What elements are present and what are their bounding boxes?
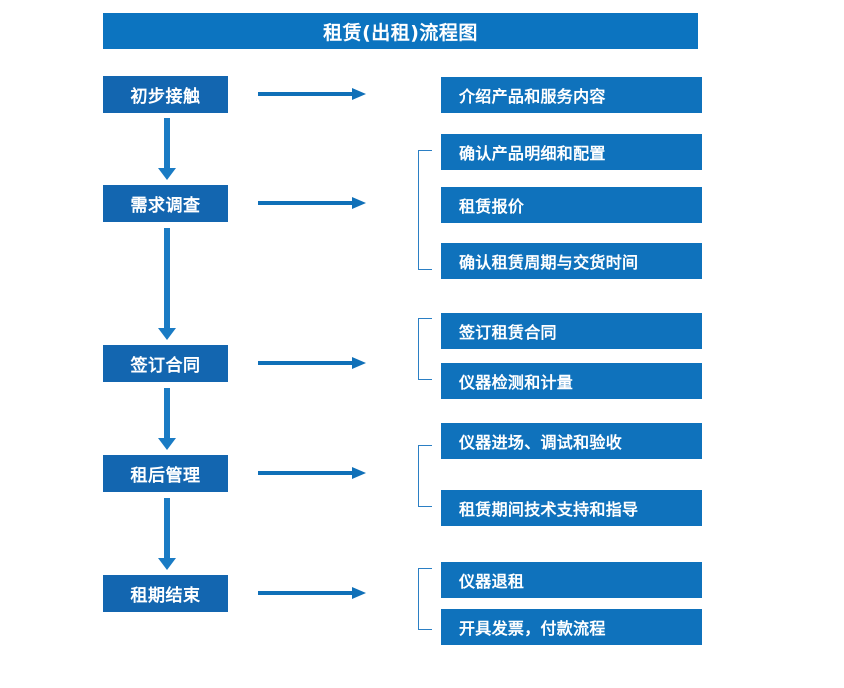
arrow-head bbox=[158, 168, 176, 180]
vertical-arrow-4 bbox=[158, 498, 176, 570]
horizontal-arrow-2 bbox=[258, 195, 368, 211]
stage-box-4[interactable]: 租后管理 bbox=[103, 455, 228, 492]
detail-box-4[interactable]: 确认租赁周期与交货时间 bbox=[441, 243, 702, 279]
group-bracket-5 bbox=[418, 568, 432, 630]
group-bracket-4 bbox=[418, 445, 432, 507]
vertical-arrow-2 bbox=[158, 228, 176, 340]
arrow-head bbox=[352, 587, 366, 599]
arrow-shaft bbox=[164, 498, 170, 558]
horizontal-arrow-4 bbox=[258, 465, 368, 481]
group-bracket-3 bbox=[418, 318, 432, 380]
group-bracket-2 bbox=[418, 150, 432, 270]
page-title: 租赁(出租)流程图 bbox=[103, 13, 698, 49]
detail-box-10[interactable]: 开具发票，付款流程 bbox=[441, 609, 702, 645]
detail-box-7[interactable]: 仪器进场、调试和验收 bbox=[441, 423, 702, 459]
arrow-head bbox=[352, 88, 366, 100]
arrow-head bbox=[158, 558, 176, 570]
arrow-shaft bbox=[164, 388, 170, 438]
arrow-head bbox=[158, 438, 176, 450]
detail-box-8[interactable]: 租赁期间技术支持和指导 bbox=[441, 490, 702, 526]
detail-box-3[interactable]: 租赁报价 bbox=[441, 187, 702, 223]
arrow-head bbox=[352, 197, 366, 209]
detail-box-1[interactable]: 介绍产品和服务内容 bbox=[441, 77, 702, 113]
stage-box-5[interactable]: 租期结束 bbox=[103, 575, 228, 612]
stage-box-1[interactable]: 初步接触 bbox=[103, 76, 228, 113]
arrow-shaft bbox=[164, 118, 170, 168]
arrow-head bbox=[352, 467, 366, 479]
stage-box-2[interactable]: 需求调查 bbox=[103, 185, 228, 222]
arrow-shaft bbox=[258, 361, 354, 365]
horizontal-arrow-1 bbox=[258, 86, 368, 102]
detail-box-6[interactable]: 仪器检测和计量 bbox=[441, 363, 702, 399]
arrow-shaft bbox=[258, 201, 354, 205]
arrow-shaft bbox=[258, 92, 354, 96]
vertical-arrow-1 bbox=[158, 118, 176, 180]
horizontal-arrow-3 bbox=[258, 355, 368, 371]
arrow-shaft bbox=[164, 228, 170, 328]
stage-box-3[interactable]: 签订合同 bbox=[103, 345, 228, 382]
arrow-head bbox=[352, 357, 366, 369]
detail-box-9[interactable]: 仪器退租 bbox=[441, 562, 702, 598]
detail-box-2[interactable]: 确认产品明细和配置 bbox=[441, 134, 702, 170]
detail-box-5[interactable]: 签订租赁合同 bbox=[441, 313, 702, 349]
horizontal-arrow-5 bbox=[258, 585, 368, 601]
arrow-shaft bbox=[258, 591, 354, 595]
arrow-shaft bbox=[258, 471, 354, 475]
arrow-head bbox=[158, 328, 176, 340]
vertical-arrow-3 bbox=[158, 388, 176, 450]
